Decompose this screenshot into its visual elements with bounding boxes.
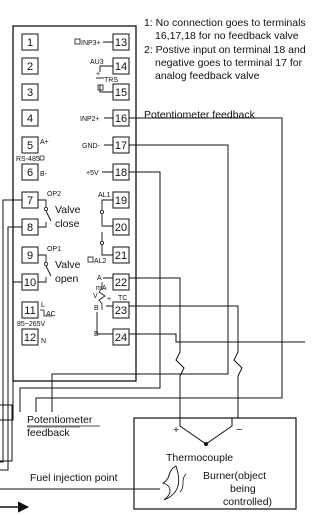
left-terminal-1: 1	[27, 37, 33, 49]
right-terminal-13: 13	[115, 37, 127, 49]
a-small-label: A	[97, 275, 102, 282]
left-terminal-10: 10	[24, 277, 36, 289]
trs-square-icon	[97, 84, 104, 91]
right-terminal-24: 24	[115, 332, 127, 344]
voltage-label: 85~265V	[17, 321, 46, 328]
right-terminal-19: 19	[115, 195, 127, 207]
right-terminals: 13 14 15 16 17 18 19 20 21 22 23 24	[112, 33, 130, 346]
left-terminal-8: 8	[27, 222, 33, 234]
right-terminal-23: 23	[115, 305, 127, 317]
potentiometer-feedback-left-2: feedback	[27, 427, 70, 439]
op1-label: OP1	[47, 246, 61, 253]
left-terminal-3: 3	[27, 87, 33, 99]
left-terminals: 1 2 3 4 5 6 7 8 9 10 11 12	[21, 33, 39, 346]
note-1-line-2: 16,17,18 for no feedback valve	[155, 30, 299, 42]
process-box	[133, 417, 297, 510]
motor-valve-box	[0, 404, 13, 462]
b-small-label: B	[94, 305, 99, 312]
burner-line-1: Burner(object	[203, 470, 266, 482]
al2-square-icon	[87, 256, 94, 263]
inp3-label: INP3+	[81, 40, 101, 47]
inp3-square-icon	[74, 38, 81, 45]
plus5v-label: +5V	[86, 170, 99, 177]
a-plus-label: A+	[40, 139, 49, 146]
flame-icon	[161, 465, 180, 501]
left-terminal-box-11	[21, 301, 39, 319]
note-2-line-2: negative goes to terminal 17 for	[155, 57, 303, 69]
al2-label: AL2	[94, 258, 107, 265]
burner-line-3: controlled)	[223, 496, 272, 508]
thermocouple-plus: +	[173, 424, 179, 436]
left-terminal-box-5	[21, 136, 39, 154]
right-terminal-17: 17	[115, 140, 127, 152]
thermocouple-tip-icon	[204, 442, 208, 446]
al1-label: AL1	[98, 192, 111, 199]
right-terminal-box-22	[112, 273, 130, 291]
right-terminal-20: 20	[115, 222, 127, 234]
left-terminal-4: 4	[27, 113, 33, 125]
valve-close-line-2: close	[55, 218, 80, 230]
left-terminal-box-12	[21, 328, 39, 346]
tc-plus: +	[107, 296, 111, 303]
thermocouple-label: Thermocouple	[166, 452, 233, 464]
right-terminal-15: 15	[115, 87, 127, 99]
right-terminal-14: 14	[115, 61, 127, 73]
note-2-line-1: 2: Postive input on terminal 18 and	[144, 44, 306, 56]
right-terminal-16: 16	[115, 113, 127, 125]
right-terminal-22: 22	[115, 277, 127, 289]
left-terminal-box-4	[21, 109, 39, 127]
fuel-injection-point: Fuel injection point	[30, 472, 118, 484]
left-terminal-6: 6	[27, 167, 33, 179]
op2-label: OP2	[47, 191, 61, 198]
right-terminal-labels: INP3+ AU3 + TRS INP2+ GND- +5V AL1 AL2 A…	[74, 38, 127, 338]
notes: 1: No connection goes to terminals 16,17…	[144, 17, 306, 82]
left-terminal-2: 2	[27, 61, 33, 73]
b-minus-label: B-	[40, 171, 48, 178]
thermocouple-minus: −	[236, 424, 242, 436]
n-label: N	[41, 338, 46, 345]
left-terminal-box-6	[21, 163, 39, 181]
au3-label: AU3	[90, 59, 104, 66]
rs485-label: RS-485	[16, 156, 40, 163]
right-terminal-box-23	[112, 301, 130, 319]
ac-label: AC	[46, 311, 56, 318]
right-terminal-box-20	[112, 218, 130, 236]
note-1-line-1: 1: No connection goes to terminals	[144, 17, 306, 29]
note-2-line-3: analog feedback valve	[155, 70, 260, 82]
controller-outline	[12, 25, 137, 382]
thermocouple-junction-icon	[179, 418, 233, 445]
burner-line-2: being	[230, 483, 256, 495]
plus-sign: +	[96, 71, 100, 78]
b-rtd-label: B	[94, 331, 99, 338]
l-label: L	[41, 302, 45, 309]
v-label: V	[93, 293, 98, 300]
gnd-label: GND-	[82, 143, 101, 150]
left-terminal-11: 11	[24, 305, 35, 317]
right-terminal-21: 21	[115, 250, 127, 262]
valve-close-line-1: Valve	[55, 204, 81, 216]
left-terminal-labels: A+ RS-485 B- OP2 Valve close OP1 Valve o…	[16, 139, 81, 345]
valve-open-line-2: open	[55, 273, 79, 285]
tc-label: TC	[118, 295, 127, 302]
left-terminal-7: 7	[27, 195, 33, 207]
inp2-label: INP2+	[80, 116, 100, 123]
potentiometer-feedback-left-1: Potentiometer	[27, 414, 93, 426]
left-terminal-box-3	[21, 83, 39, 101]
left-terminal-12: 12	[24, 332, 36, 344]
potentiometer-feedback-top: Potentiometer feedback	[144, 109, 256, 121]
rs485-square-icon	[39, 155, 45, 161]
external-wiring: Potentiometer feedback	[0, 109, 305, 471]
trs-label: TRS	[104, 77, 118, 84]
right-terminal-box-24	[112, 328, 130, 346]
left-terminal-box-1	[21, 33, 39, 51]
valve-open-line-1: Valve	[55, 259, 81, 271]
left-terminal-9: 9	[27, 250, 33, 262]
left-terminal-5: 5	[27, 140, 33, 152]
left-terminal-box-2	[21, 57, 39, 75]
right-terminal-18: 18	[115, 167, 127, 179]
